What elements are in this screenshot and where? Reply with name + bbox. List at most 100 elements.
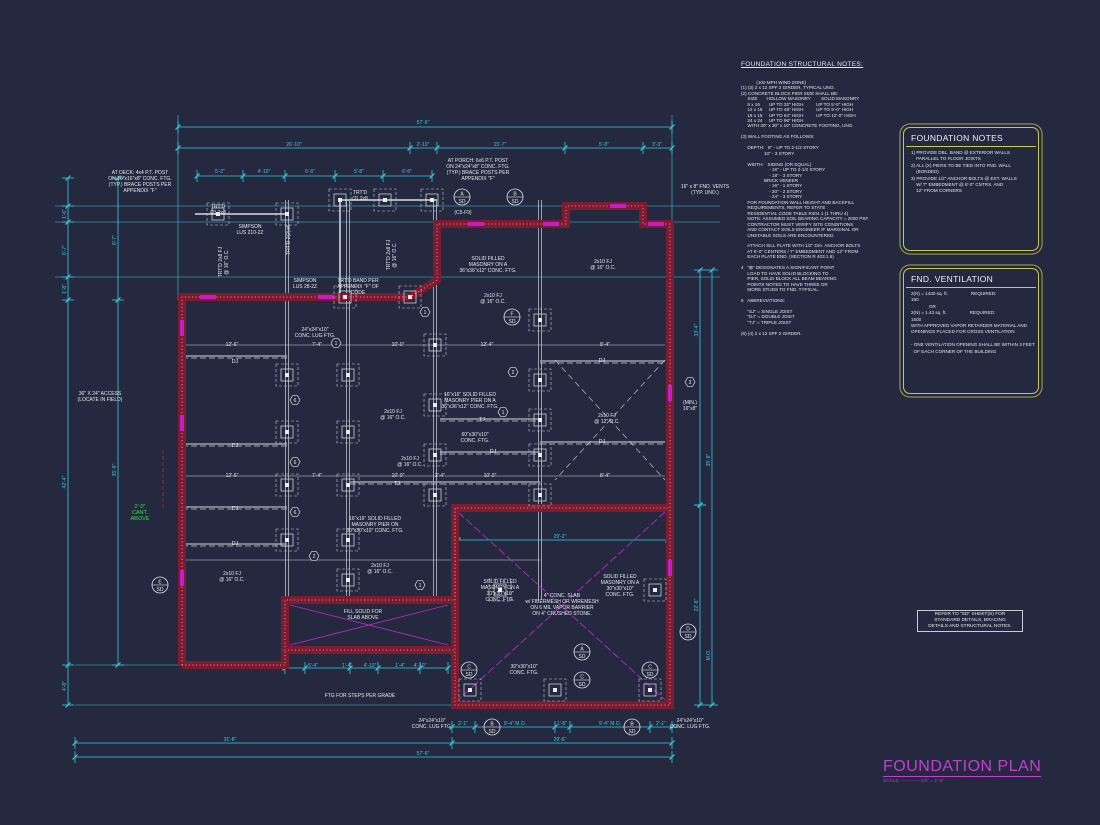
plan-label: (C5-F9) xyxy=(454,210,472,216)
slab-diagonals xyxy=(289,511,666,701)
label-line: SOLID FILLED xyxy=(471,256,505,262)
pier-footing xyxy=(336,420,360,444)
plan-label: 60"x30"x10"CONC. FTG. xyxy=(461,432,490,444)
dimension-text: 57'-6" xyxy=(417,751,430,757)
dimension-text: 4'-10" xyxy=(364,663,377,669)
pier-footing xyxy=(423,333,447,357)
label-line: FILL SOLID FOR xyxy=(344,609,383,615)
dimension-text: 1'-4" xyxy=(395,663,405,669)
tag-number: 3 xyxy=(689,380,692,386)
dimension-lines xyxy=(55,115,720,763)
dimension-text: 2'-10" xyxy=(417,142,430,148)
note-line: (2) CONCRETE BLOCK PIER SIZE SHALL BE: xyxy=(741,90,839,96)
note-line: WIDTH: SIDING (OR EQUAL) xyxy=(741,161,812,167)
note-tag: 1 xyxy=(330,338,342,348)
note-line: NOTE: ASSUMED SOIL BEARING CAPACITY = 20… xyxy=(741,216,869,222)
dimension-text: 5'-4" xyxy=(308,663,318,669)
dimension-text: 7'-4" xyxy=(312,342,322,348)
plan-label: 2x10 FJ@ 16" O.C. xyxy=(590,259,615,271)
pier-footing xyxy=(423,443,447,467)
vent-opening xyxy=(648,222,664,226)
dimension-text: 5'-2" xyxy=(215,169,225,175)
label-line: @ 16" O.C. xyxy=(367,569,392,575)
note-line: CONTRACTOR MUST VERIFY SITE CONDITIONS xyxy=(741,221,854,227)
joist-label: DJ xyxy=(490,449,497,455)
label-line: (2) 2x8 xyxy=(352,196,368,202)
label-line: CONC. LUG FTG. xyxy=(295,333,336,339)
pier-footing xyxy=(373,188,397,212)
dimension-text: 5'-8" xyxy=(599,142,609,148)
note-line: 150 xyxy=(911,297,919,303)
label-line: (TYP.) BRACE POSTS PER xyxy=(447,170,510,176)
label-line: 30"x30"x10" xyxy=(606,586,633,592)
tag-number: 1 xyxy=(335,341,338,347)
pier-footing xyxy=(528,483,552,507)
tag-sheet: SD xyxy=(579,682,586,688)
dimension-text: 4'-8" xyxy=(62,681,68,691)
label-line: ON 6 MIL VAPOR BARRIER xyxy=(530,605,594,611)
tag-sheet: SD xyxy=(466,672,473,678)
plan-label: 24"x24"x10"CONC. LUG FTG. xyxy=(295,327,336,339)
label-line: TRT'D 2x8 FJ xyxy=(218,246,224,277)
plan-label: 16" x 8" FND. VENTS(TYP. UNO.) xyxy=(681,184,730,196)
label-line: (TYP.) BRACE POSTS PER xyxy=(109,182,172,188)
pier-footing xyxy=(488,578,512,602)
label-line: ON 4" CRUSHED STONE. xyxy=(532,611,591,617)
label-line: APPENDIX "F" xyxy=(461,176,495,182)
note-line: OF EACH CORNER OF THE BUILDING xyxy=(911,348,997,354)
note-line: 16 x 16 UP TO 64" HIGH UP TO 12'-0" HIGH xyxy=(741,112,856,118)
label-line: @ 16" O.C. xyxy=(219,577,244,583)
structural-notes-lines: (100 MPH WIND ZONE)(1) (3) 2 x 12 SPF 2 … xyxy=(741,80,869,336)
dimension-text: 6'-7" xyxy=(62,245,68,255)
label-line: 16"x16" SOLID FILLED xyxy=(444,392,496,398)
label-line: 2x10 FJ xyxy=(371,563,389,569)
plan-label: FTG FOR STEPS PER GRADE xyxy=(325,693,396,699)
vent-opening xyxy=(180,570,184,586)
label-line: @ 16" O.C. xyxy=(397,462,422,468)
joist-label: DJ xyxy=(232,359,239,365)
joist-label: DJ xyxy=(599,439,606,445)
dimension-text: 8'-4" xyxy=(600,473,610,479)
label-line: SIMPSON xyxy=(293,278,316,284)
pier-footing xyxy=(333,285,357,309)
label-line: (C5-F9) xyxy=(454,210,472,216)
note-line: 12 x 16 UP TO 48" HIGH UP TO 9'-0" HIGH xyxy=(741,107,854,113)
dimension-text: 29'-2" xyxy=(554,534,567,540)
ventilation-title: FND. VENTILATION xyxy=(911,274,994,284)
dimension-text: 26'-10" xyxy=(286,142,302,148)
dimension-text: 29'-6" xyxy=(554,737,567,743)
label-line: 24"x24"x10" xyxy=(676,718,703,724)
section-tag: BSD xyxy=(483,718,501,736)
note-line: SIZE HOLLOW MASONRY SOLID MASONRY xyxy=(741,96,860,102)
label-line: MASONRY ON A xyxy=(469,262,508,268)
label-line: FTG FOR STEPS PER GRADE xyxy=(325,693,396,699)
plan-label: 24"x24"x10"CONC. LUG FTG. xyxy=(670,718,711,730)
label-line: SLAB ABOVE xyxy=(347,615,379,621)
tag-sheet: SD xyxy=(509,319,516,325)
note-line: 2(N) = 1430 sq. ft. REQUIRED: xyxy=(911,291,997,296)
pier-footing xyxy=(336,528,360,552)
tag-sheet: SD xyxy=(647,672,654,678)
structural-notes: FOUNDATION STRUCTURAL NOTES: (100 MPH WI… xyxy=(741,50,869,342)
section-tag: ASD xyxy=(453,188,471,206)
label-line: CONC. FTG. xyxy=(510,670,539,676)
note-line: - 20" - 2 STORY xyxy=(741,188,803,194)
note-line: - 18" - 3 STORY xyxy=(741,172,803,178)
pier-footing xyxy=(328,188,352,212)
dimension-text: 9'-4" M.O. xyxy=(504,721,526,727)
label-line: APPENDIX "F" OF xyxy=(337,284,379,290)
label-line: 2x10 FJ xyxy=(223,571,241,577)
dimension-text: 2'-4" xyxy=(435,473,445,479)
label-line: 36"x36"x12" CONC. FTG. xyxy=(441,404,498,410)
note-line: DEPTH: 8" - UP TO 2-1/2 STORY xyxy=(741,145,819,151)
note-line: 3) PROVIDE 1/2" ANCHOR BOLTS @ EXT. WALL… xyxy=(911,175,1017,181)
label-line: APPENDIX "F" xyxy=(123,188,157,194)
pier-footing xyxy=(398,285,422,309)
section-tag: DSD xyxy=(679,623,697,641)
note-line: (1) (3) 2 x 12 SPF 2 GIRDER, TYPICAL UNO… xyxy=(741,85,835,91)
label-line: CONC. FTG. xyxy=(606,592,635,598)
dimension-text: 35'-8" xyxy=(112,463,118,476)
